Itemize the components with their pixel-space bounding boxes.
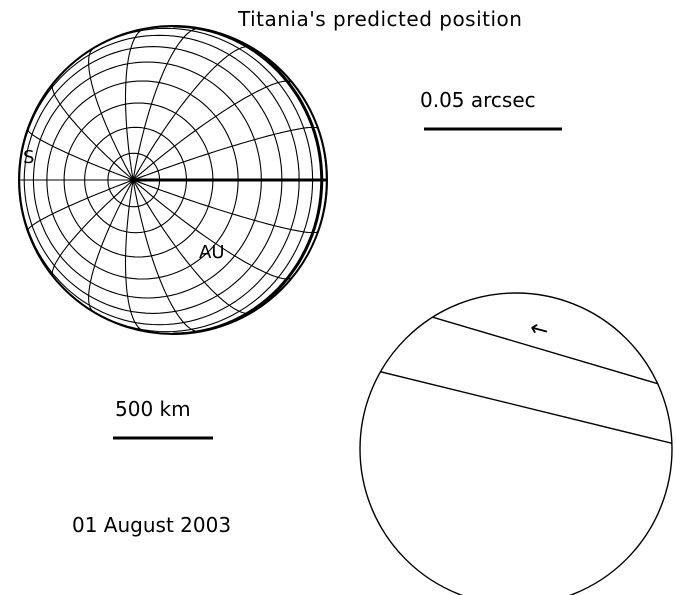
globe-meridian [88, 179, 134, 313]
globe-graticule [19, 26, 327, 334]
globe-meridian [132, 179, 252, 314]
globe-meridian [27, 129, 134, 181]
globe-meridian [132, 46, 252, 181]
globe-meridian [132, 179, 319, 234]
globe-meridian [132, 179, 293, 280]
linear-scale-label: 500 km [115, 397, 191, 421]
globe-meridian [132, 179, 201, 333]
titania-globe: S AU [18, 25, 328, 335]
globe-meridian [132, 126, 319, 181]
globe-meridian [51, 82, 134, 181]
path-lower-limit [360, 351, 672, 461]
sub-observer-label: AU [199, 242, 225, 263]
globe-meridian [124, 179, 145, 332]
observation-date: 01 August 2003 [72, 513, 231, 537]
globe-meridian [132, 80, 293, 181]
position-disk-outline [359, 292, 673, 595]
globe-meridian [88, 47, 134, 181]
position-disk: ← [359, 292, 673, 595]
south-pole-label: S [23, 147, 34, 168]
angular-scale-label: 0.05 arcsec [420, 88, 536, 112]
globe-limb [18, 25, 328, 335]
globe-meridian [27, 179, 134, 231]
path-upper-limit [360, 293, 672, 409]
globe-meridian [132, 27, 201, 181]
diagram-title: Titania's predicted position [237, 7, 522, 31]
globe-meridian [51, 179, 134, 278]
direction-arrow-icon: ← [527, 316, 551, 345]
globe-meridian [124, 28, 145, 181]
